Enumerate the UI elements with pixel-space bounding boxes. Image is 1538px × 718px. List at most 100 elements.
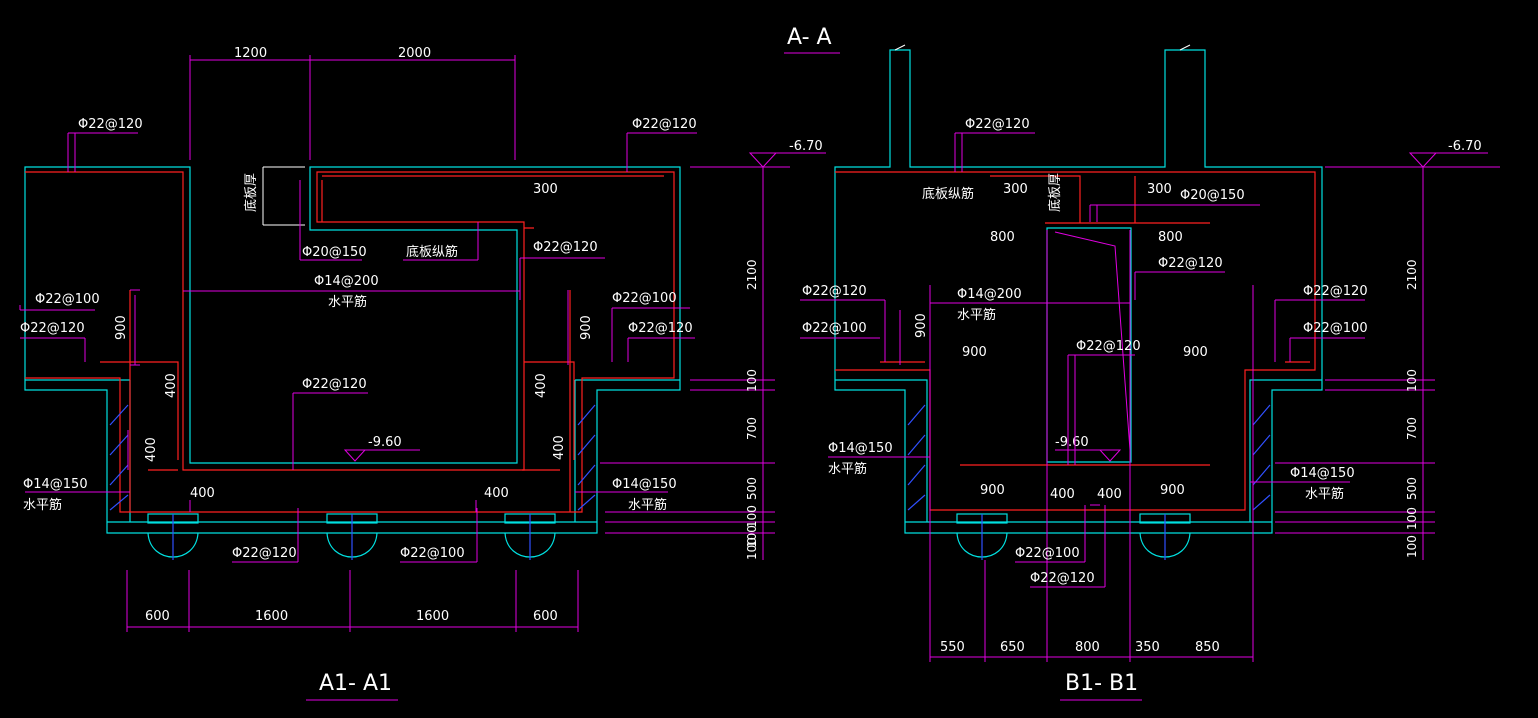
left-label-tr: Φ22@120 [632,117,697,132]
right-label-r100: Φ22@100 [1303,321,1368,336]
right-dim-900c: 900 [980,483,1005,498]
left-dim-1600b: 1600 [416,609,449,624]
right-vdim-100c: 100 [1405,535,1419,558]
left-leader-slab [403,222,479,261]
right-leader-pile2 [1030,505,1106,588]
left-leader-l120 [20,337,86,362]
left-leader-r100 [611,307,690,362]
right-d300-1: 300 [1003,182,1028,197]
left-leader-mid [519,257,605,300]
left-rebar-wall-vert [129,290,571,512]
left-d300: 300 [533,182,558,197]
left-rebar-corners [100,361,575,460]
left-dim-900r: 900 [579,315,594,340]
left-label-l100: Φ22@100 [35,292,100,307]
right-outline [834,49,1323,534]
right-dim-350: 350 [1135,640,1160,655]
left-label-horizl: 水平筋 [23,497,62,513]
title-b1-b1: B1- B1 [1065,671,1138,696]
right-label-m: Φ22@120 [1076,339,1141,354]
right-dim-400a: 400 [1050,487,1075,502]
right-label-tl: Φ22@120 [965,117,1030,132]
right-column-bar [1054,231,1131,451]
left-leader-l100 [19,305,95,311]
right-vdim-700: 700 [1405,417,1419,440]
left-vdim-100d: 100 [745,537,759,560]
right-leader-m [1067,354,1135,465]
left-vdim-700: 700 [745,417,759,440]
right-label-phi14r: Φ14@150 [1290,466,1355,481]
section-b1-b1: 550 650 800 350 850 -6.70 2100 100 700 5… [800,44,1500,662]
right-bottom-dim [929,230,1254,662]
left-leader-tl [67,132,138,172]
left-leader-phi20 [299,180,362,261]
left-dim-1600a: 1600 [255,609,288,624]
right-d800-1: 800 [990,230,1015,245]
right-label-c: Φ22@120 [1158,256,1223,271]
left-vdim-500: 500 [745,477,759,500]
right-elev-marker [1408,152,1488,168]
right-dim-650: 650 [1000,640,1025,655]
left-label-tl: Φ22@120 [78,117,143,132]
right-leader-tl [954,132,1035,172]
right-leader-c [1134,271,1225,300]
left-elev-960-marker [343,449,420,462]
left-vdim-2100: 2100 [745,259,759,290]
left-label-pile1: Φ22@120 [232,546,297,561]
left-dim-600a: 600 [145,609,170,624]
left-right-dim [600,166,790,560]
right-elev-670: -6.70 [1448,139,1482,154]
left-dim-2000: 2000 [398,46,431,61]
left-leader-tr [626,132,697,172]
title-a1-a1: A1- A1 [319,671,392,696]
left-piles [147,513,556,560]
left-label-phi14: Φ14@200 [314,274,379,289]
right-label-horizr: 水平筋 [1305,486,1344,502]
right-label-horizl: 水平筋 [828,461,867,477]
left-dim-400-ticks [189,500,477,512]
left-dim-600b: 600 [533,609,558,624]
right-dim-850: 850 [1195,640,1220,655]
left-rebar-main [25,171,675,513]
right-dim-900b: 900 [1183,345,1208,360]
right-leader-phi20 [1089,204,1260,222]
right-dim-800: 800 [1075,640,1100,655]
left-dim-400l2: 400 [144,437,159,462]
left-dim-400r1: 400 [534,373,549,398]
left-slab-thick-dim [262,166,305,226]
left-label-r120: Φ22@120 [628,321,693,336]
left-leader-r120 [627,337,695,362]
left-dim-400b1: 400 [190,486,215,501]
right-dim-900v: 900 [914,313,929,338]
right-d800-2: 800 [1158,230,1183,245]
right-label-r120: Φ22@120 [1303,284,1368,299]
right-elev-960-marker [1055,449,1122,462]
left-label-l120: Φ22@120 [20,321,85,336]
right-leader-l120 [800,299,886,362]
left-vdim-100c: 100 [745,525,759,548]
left-leader-pile2 [400,508,478,563]
left-label-phi14l: Φ14@150 [23,477,88,492]
right-leader-r120 [1274,299,1365,362]
right-label-slab: 底板纵筋 [922,186,974,202]
left-elev-670: -6.70 [789,139,823,154]
left-vdim-100a: 100 [745,369,759,392]
right-vdim-100b: 100 [1405,507,1419,530]
right-dim-900a: 900 [962,345,987,360]
left-top-dim [189,55,516,160]
right-piles [956,513,1191,560]
title-a-a: A- A [787,25,832,50]
left-vdim-100b: 100 [745,505,759,528]
right-right-dim [1275,166,1500,560]
left-label-slab: 底板纵筋 [406,244,458,260]
left-dim-900l: 900 [114,315,129,340]
left-label-bot: Φ22@120 [302,377,367,392]
right-leader-pile1 [1015,504,1100,563]
right-label-l120: Φ22@120 [802,284,867,299]
right-vdim-2100: 2100 [1405,259,1419,290]
left-elev-marker [748,152,826,168]
left-label-horizr: 水平筋 [628,497,667,513]
left-label-horiz1: 水平筋 [328,294,367,310]
right-label-pile1: Φ22@100 [1015,546,1080,561]
